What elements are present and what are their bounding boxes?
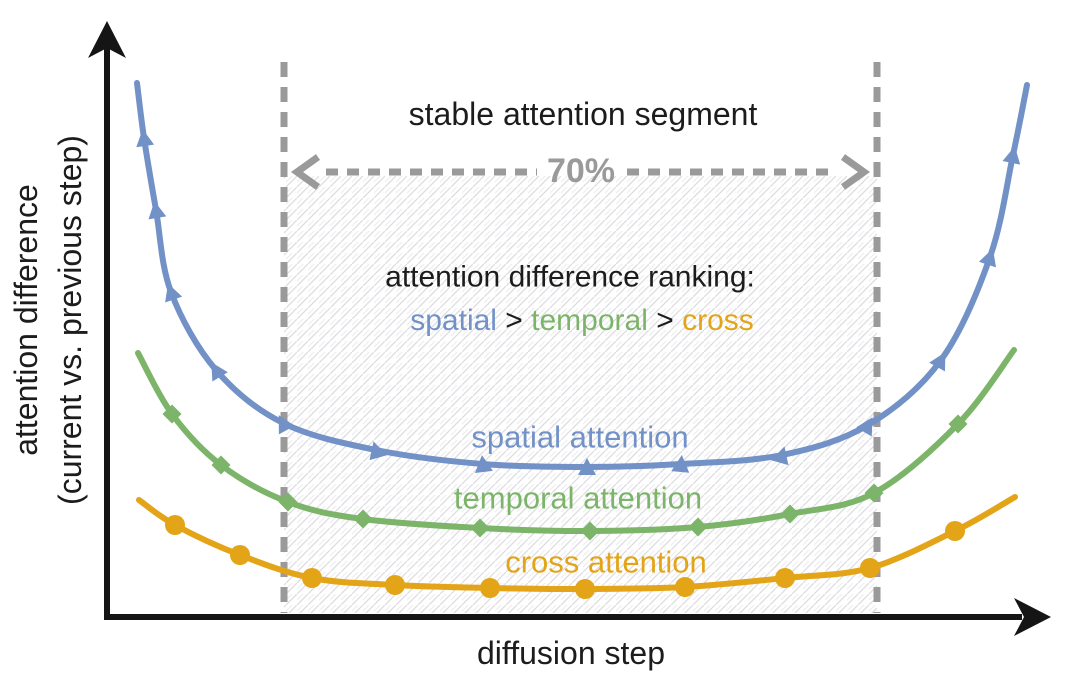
triangle-marker-icon — [771, 446, 789, 466]
diamond-marker-icon — [780, 504, 800, 524]
triangle-marker-icon — [856, 417, 873, 437]
y-axis-arrowhead-icon — [88, 21, 126, 58]
circle-marker-icon — [860, 558, 880, 578]
segment-width-arrow — [290, 154, 871, 190]
attention-curves — [134, 80, 1030, 599]
ranking-separator: > — [648, 304, 682, 337]
diamond-marker-icon — [353, 509, 373, 529]
stable-segment-title: stable attention segment — [409, 96, 758, 132]
ranking-temporal: temporal — [531, 304, 648, 337]
y-axis-label-line2: (current vs. previous step) — [52, 135, 88, 505]
stable-segment-boundaries — [280, 62, 881, 613]
circle-marker-icon — [385, 575, 405, 595]
diamond-marker-icon — [162, 404, 182, 424]
ranking-title: attention difference ranking: — [385, 261, 755, 294]
y-axis-label-line1: attention difference — [8, 184, 44, 456]
temporal-series-label: temporal attention — [454, 481, 702, 516]
circle-marker-icon — [675, 577, 695, 597]
axes — [88, 21, 1051, 636]
diamond-marker-icon — [470, 518, 490, 538]
diamond-marker-icon — [864, 483, 884, 503]
segment-width-percentage: 70% — [547, 152, 615, 190]
circle-marker-icon — [302, 568, 322, 588]
diamond-marker-icon — [211, 455, 231, 475]
circle-marker-icon — [480, 578, 500, 598]
triangle-marker-icon — [278, 415, 295, 435]
stable-segment-hatch — [284, 176, 877, 613]
diamond-marker-icon — [278, 492, 298, 512]
triangle-marker-icon — [136, 129, 155, 148]
triangle-marker-icon — [978, 248, 997, 268]
triangle-marker-icon — [475, 455, 493, 474]
diamond-marker-icon — [948, 414, 968, 434]
x-axis-label: diffusion step — [477, 635, 665, 671]
ranking-line: spatial > temporal > cross — [410, 304, 754, 337]
series-curve — [134, 80, 1030, 471]
triangle-marker-icon — [165, 283, 183, 303]
circle-marker-icon — [575, 579, 595, 599]
spatial-series-label: spatial attention — [471, 420, 688, 455]
circle-marker-icon — [945, 521, 965, 541]
triangle-marker-icon — [1002, 146, 1021, 165]
triangle-marker-icon — [211, 362, 228, 382]
x-axis-arrowhead-icon — [1014, 598, 1051, 636]
diamond-marker-icon — [688, 517, 708, 537]
cross-series-label: cross attention — [505, 545, 707, 580]
triangle-marker-icon — [578, 458, 596, 475]
triangle-marker-icon — [148, 201, 167, 220]
circle-marker-icon — [165, 515, 185, 535]
ranking-cross: cross — [682, 304, 754, 337]
triangle-marker-icon — [671, 455, 690, 473]
ranking-spatial: spatial — [410, 304, 497, 337]
circle-marker-icon — [230, 545, 250, 565]
diamond-marker-icon — [580, 521, 600, 541]
series-triangle — [134, 80, 1030, 475]
series-diamond — [135, 347, 1017, 541]
arrowhead-right-icon — [840, 154, 871, 190]
hatch-region — [284, 176, 877, 613]
circle-marker-icon — [775, 568, 795, 588]
arrowhead-left-icon — [290, 154, 321, 190]
series-circle — [136, 494, 1018, 599]
ranking-separator: > — [497, 304, 531, 337]
triangle-marker-icon — [369, 441, 387, 461]
triangle-marker-icon — [929, 352, 946, 372]
